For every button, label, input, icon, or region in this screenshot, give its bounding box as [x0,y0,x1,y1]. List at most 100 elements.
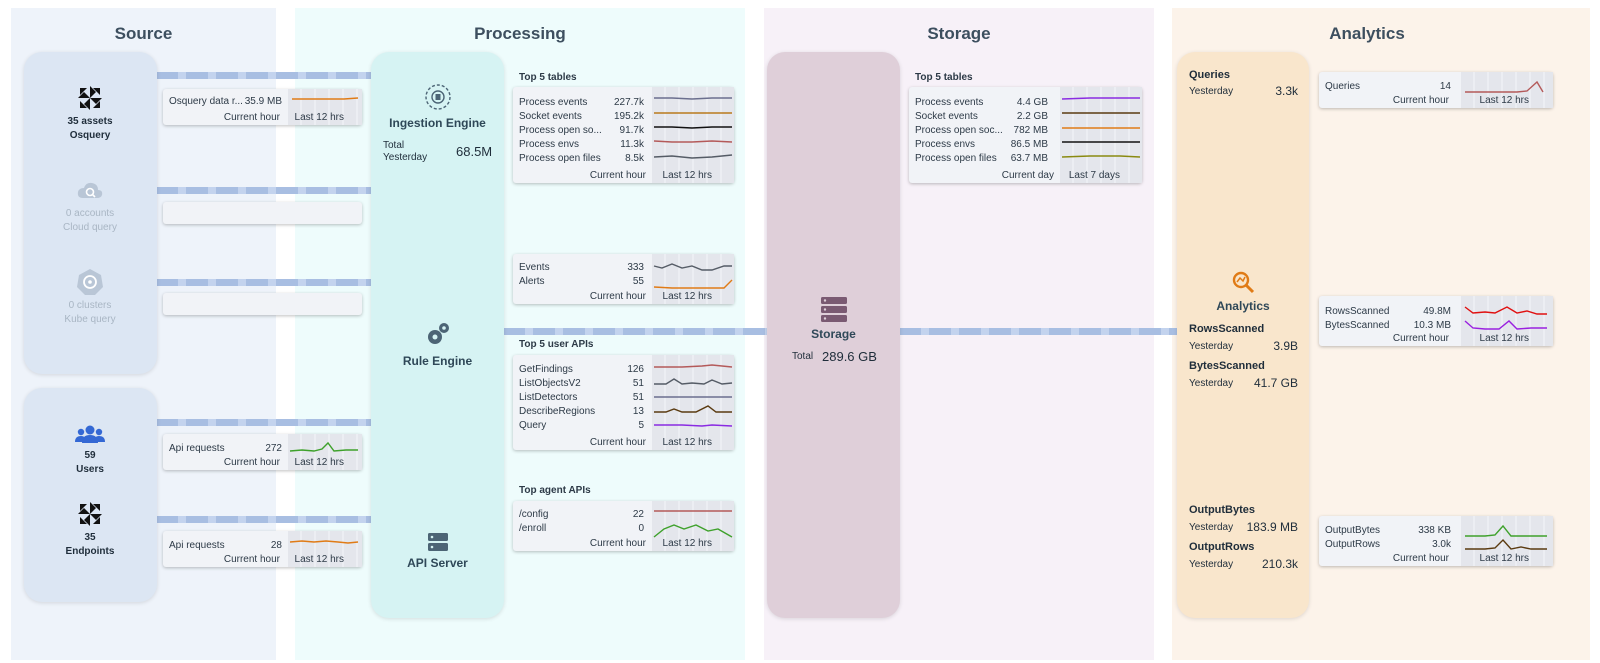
output-bytes-label: OutputBytes [1189,504,1255,516]
api-server-label: API Server [407,556,468,570]
rows-scanned-label: RowsScanned [1189,323,1265,335]
storage-table-label: Process events [915,97,984,108]
kube-query-card [163,293,362,315]
rows-scanned-period: Yesterday [1189,341,1234,352]
queries-card-label: Queries [1325,81,1361,92]
scanned-card-sparkline [1461,296,1553,346]
agent-apis-range: Last 12 hrs [662,538,712,549]
events-value: 333 [627,262,644,273]
output-bytes-value: 183.9 MB [1246,520,1298,534]
analytics-title: Analytics [1329,24,1405,43]
proc-table-value: 91.7k [619,125,644,136]
bytes-scanned-value: 41.7 GB [1253,376,1298,390]
bytes-scanned-label: BytesScanned [1189,360,1265,372]
queries-value: 3.3k [1275,84,1298,98]
user-apis-sparkline [652,355,734,450]
source-kube-query[interactable]: 0 clusters Kube query [25,268,155,325]
osquery-card-sparkline [288,89,362,125]
cloud-count: 0 accounts [65,208,115,219]
source-connectors-panel [24,52,157,374]
storage-total-value: 289.6 GB [822,349,877,364]
queries-period: Yesterday [1189,86,1234,97]
osquery-card-range: Last 12 hrs [294,112,344,123]
endpoints-card-sparkline [288,531,362,567]
agent-apis-sparkline [652,501,734,551]
osquery-card-value: 35.9 MB [244,96,282,107]
scanned-card-current: Current hour [1392,333,1449,344]
pipe-cloud [156,187,372,194]
source-osquery[interactable]: 35 assets Osquery [25,84,155,141]
scanned-row-value: 10.3 MB [1413,320,1451,331]
storage-panel [767,52,900,618]
source-endpoints[interactable]: 35 Endpoints [25,500,155,557]
agent-api-label: /config [519,509,549,520]
users-card-value: 272 [265,443,282,454]
output-card-current: Current hour [1392,553,1449,564]
api-server[interactable]: API Server [371,532,504,570]
analytics-search-icon [1232,271,1255,294]
proc-table-value: 11.3k [620,139,644,150]
database-icon [820,297,847,322]
storage-node[interactable]: Storage [767,296,900,341]
server-icon [427,533,448,551]
kube-name: Kube query [64,314,116,325]
storage-top-tables-sparkline [1060,87,1142,183]
ingestion-engine[interactable]: Ingestion Engine [371,82,504,130]
ingestion-total-caption: Total Yesterday [383,140,427,164]
osquery-card-current: Current hour [223,112,280,123]
agent-api-value: 22 [632,509,644,520]
scanned-row-label: RowsScanned [1325,306,1390,317]
endpoints-api-card[interactable]: Api requests 28 Current hour Last 12 hrs [163,531,362,567]
endpoints-count: 35 [84,532,96,543]
storage-table-value: 782 MB [1013,125,1048,136]
analytics-panel [1177,52,1309,618]
agent-apis-title: Top agent APIs [519,485,591,496]
users-api-card[interactable]: Api requests 272 Current hour Last 12 hr… [163,434,362,470]
scanned-card-range: Last 12 hrs [1479,333,1529,344]
ingestion-engine-icon [424,84,451,110]
source-users[interactable]: 59 Users [25,424,155,475]
source-cloud-query[interactable]: 0 accounts Cloud query [25,180,155,233]
storage-table-value: 63.7 MB [1010,153,1048,164]
kubernetes-icon [77,269,103,295]
storage-table-label: Socket events [915,111,978,122]
osquery-count: 35 assets [67,116,113,127]
pipe-osquery [156,72,372,79]
user-api-value: 51 [632,392,644,403]
agent-api-value: 0 [638,523,644,534]
cloud-name: Cloud query [63,222,117,233]
storage-total-label: Total [792,351,814,362]
events-range: Last 12 hrs [662,291,712,302]
osquery-ingest-card[interactable]: Osquery data r... 35.9 MB Current hour L… [163,89,362,125]
processing-title: Processing [474,24,566,43]
events-label: Events [519,262,550,273]
user-api-label: DescribeRegions [519,406,596,417]
queries-card-range: Last 12 hrs [1479,95,1529,106]
storage-label: Storage [811,327,856,341]
proc-table-label: Socket events [519,111,582,122]
storage-table-value: 2.2 GB [1016,111,1048,122]
rule-engine[interactable]: Rule Engine [371,320,504,368]
storage-table-label: Process open soc... [915,125,1003,136]
gears-icon [427,323,449,344]
output-row-value: 338 KB [1418,525,1451,536]
ingestion-total-label: Total [383,140,405,151]
analytics-node[interactable]: Analytics [1177,270,1309,313]
pipe-endpoints [156,516,372,523]
user-api-value: 126 [627,364,644,375]
endpoints-card-range: Last 12 hrs [294,554,344,565]
proc-table-value: 227.7k [613,97,644,108]
users-card-current: Current hour [223,457,280,468]
queries-card-sparkline [1461,72,1553,108]
user-apis-title: Top 5 user APIs [519,339,594,350]
output-rows-period: Yesterday [1189,559,1234,570]
analytics-label: Analytics [1216,299,1270,313]
